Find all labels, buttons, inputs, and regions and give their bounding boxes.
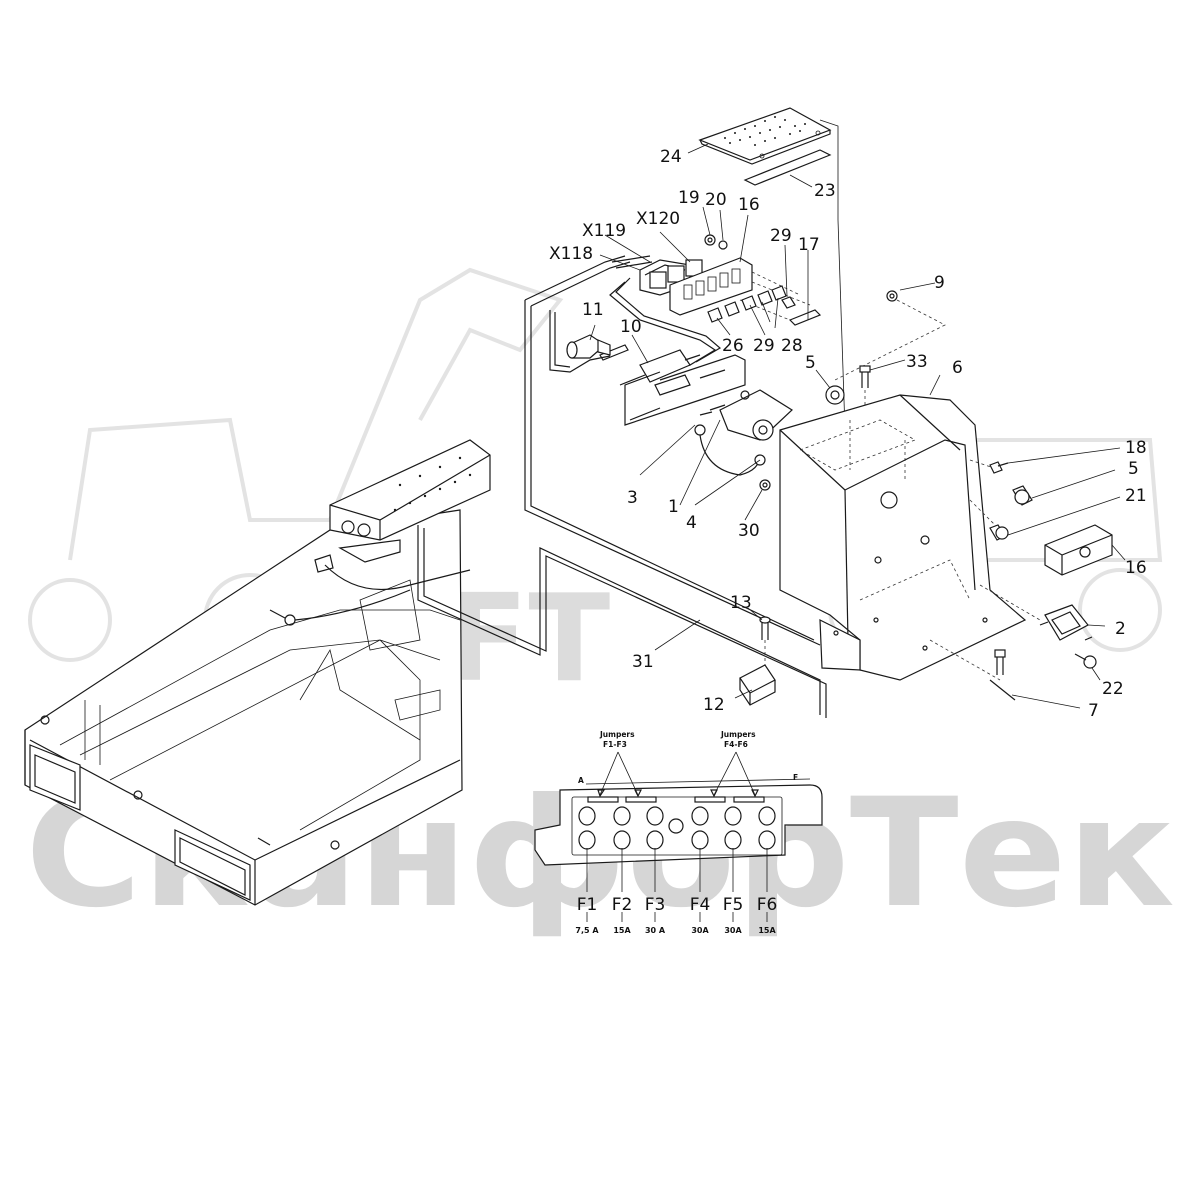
callout-12: 12 [703, 695, 725, 715]
watermark-wheel-right-2 [1078, 568, 1162, 652]
watermark-wheel-left [28, 578, 112, 662]
fuse-box-end-left: A [578, 776, 584, 785]
screw-13 [759, 616, 771, 665]
console-box-body [329, 439, 491, 541]
fuse-name-f4: F4 [690, 895, 711, 915]
callout-29-upper: 29 [770, 226, 792, 246]
callout-30: 30 [738, 521, 760, 541]
watermark-machine-outline [68, 267, 564, 561]
fuse-name-f2: F2 [612, 895, 633, 915]
fuse-socket-f5 [724, 806, 742, 850]
callout-19: 19 [678, 188, 700, 208]
fuse-name-f6: F6 [757, 895, 778, 915]
harness-31 [417, 255, 827, 718]
callout-26: 26 [722, 336, 744, 356]
fuse-name-f1: F1 [577, 895, 598, 915]
fuse-socket-f6 [758, 806, 776, 850]
callout-22: 22 [1102, 679, 1124, 699]
cab-left-lamp [29, 744, 81, 811]
relay-10 [599, 344, 746, 426]
callout-7: 7 [1088, 701, 1099, 721]
fuse-socket-f2 [613, 806, 631, 850]
console-box [269, 439, 491, 626]
fuse-rating-f3: 30 A [645, 926, 666, 935]
grommet-5 [825, 385, 845, 405]
clamp-12 [739, 664, 776, 706]
callout-28: 28 [781, 336, 803, 356]
sensor-2 [1039, 604, 1093, 641]
jumpers-left-line1: Jumpers [599, 730, 635, 739]
callout-16-block: 16 [1125, 558, 1147, 578]
fuse-strip-16 [669, 257, 753, 316]
enclosure-6-body [779, 394, 1027, 681]
callout-3: 3 [627, 488, 638, 508]
washer-20 [718, 240, 728, 250]
callout-5-grommet: 5 [805, 353, 816, 373]
callout-11: 11 [582, 300, 604, 320]
fuse-rating-f4: 30A [691, 926, 709, 935]
screw-21 [989, 524, 1009, 541]
callout-x118: X118 [549, 244, 593, 264]
fuse-socket-f1 [578, 806, 596, 850]
relay-block [609, 234, 822, 371]
callout-6: 6 [952, 358, 963, 378]
screw-18 [989, 461, 1009, 474]
callout-13: 13 [730, 593, 752, 613]
callout-17: 17 [798, 235, 820, 255]
knob-5 [1012, 485, 1033, 506]
leader-lines [589, 143, 1126, 709]
bracket-17 [788, 309, 822, 326]
jumpers-left-line2: F1-F3 [603, 740, 627, 749]
callout-9: 9 [934, 273, 945, 293]
callout-23: 23 [814, 181, 836, 201]
plug-11 [566, 334, 611, 359]
callout-24: 24 [660, 147, 682, 167]
callout-2: 2 [1115, 619, 1126, 639]
relay-1 [694, 389, 793, 491]
jumpers-right-line2: F4-F6 [724, 740, 748, 749]
callout-29-lower: 29 [753, 336, 775, 356]
callout-labels: 1 2 3 4 5 5 6 7 9 10 11 12 13 16 16 17 1… [549, 147, 1147, 721]
gasket-23 [743, 149, 832, 186]
nut-19 [704, 234, 716, 246]
cab-right-lamp [174, 829, 251, 901]
fuse-box-end-right: F [793, 773, 798, 782]
callout-10: 10 [620, 317, 642, 337]
fuse-name-f5: F5 [723, 895, 744, 915]
callout-31: 31 [632, 652, 654, 672]
fuse-box-outline [534, 784, 823, 866]
callout-5-knob: 5 [1128, 459, 1139, 479]
fuse-box-detail: A F Jumpers F1-F3 Jumpers F4-F6 F1 7,5 A F… [534, 730, 823, 935]
fuse-name-f3: F3 [645, 895, 666, 915]
screw-22 [1074, 653, 1097, 669]
fuse-rating-f5: 30A [724, 926, 742, 935]
callout-16-strip: 16 [738, 195, 760, 215]
fuse-rating-f2: 15A [613, 926, 631, 935]
jumpers-right-line1: Jumpers [720, 730, 756, 739]
callout-33: 33 [906, 352, 928, 372]
callout-20: 20 [705, 190, 727, 210]
fuse-sockets [578, 806, 776, 850]
callout-1: 1 [668, 497, 679, 517]
nut-9 [834, 290, 946, 381]
cab-base [24, 509, 463, 906]
callout-4: 4 [686, 513, 697, 533]
screw-7 [929, 639, 1016, 701]
callout-21: 21 [1125, 486, 1147, 506]
cover-plate-24 [698, 107, 846, 431]
fuse-socket-f4 [691, 806, 709, 850]
fuse-rating-f6: 15A [758, 926, 776, 935]
nut-30 [759, 479, 771, 491]
fuse-rating-f1: 7,5 A [575, 926, 599, 935]
callout-x119: X119 [582, 221, 626, 241]
block-16 [1044, 524, 1113, 576]
callout-18: 18 [1125, 438, 1147, 458]
enclosure-6 [779, 394, 1041, 681]
callout-x120: X120 [636, 209, 680, 229]
